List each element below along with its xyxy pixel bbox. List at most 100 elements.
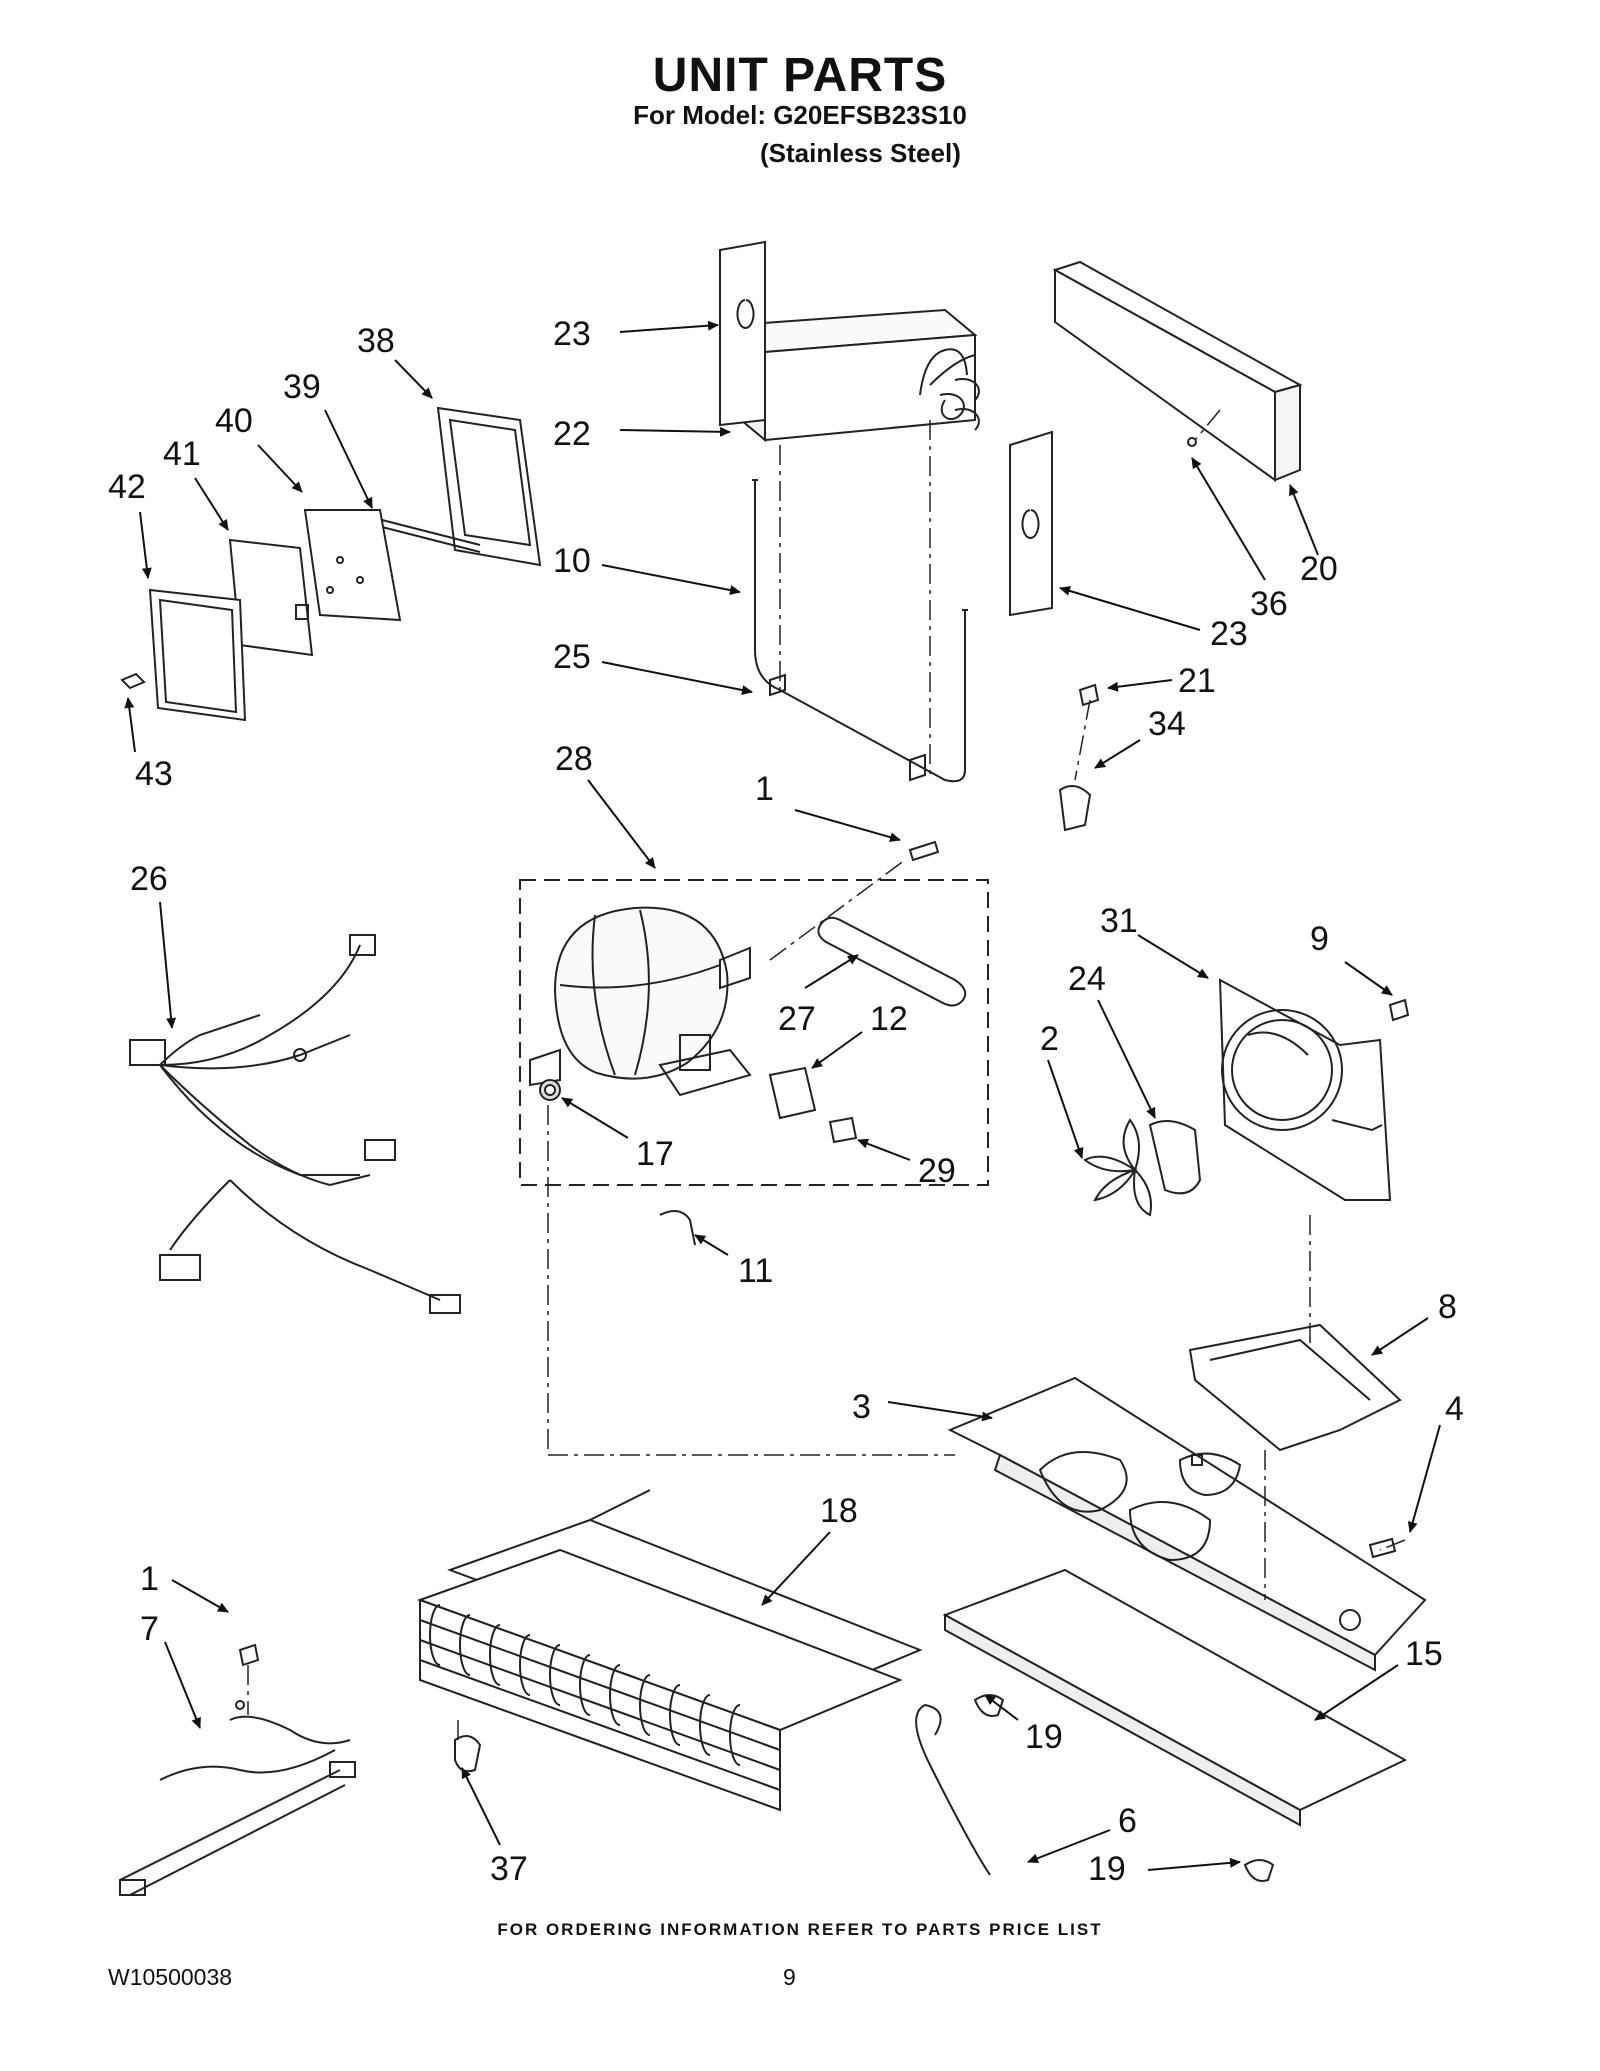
page-title: UNIT PARTS [652, 49, 948, 102]
callout-21: 21 [1178, 662, 1216, 700]
callout-20: 20 [1300, 550, 1338, 588]
callout-37: 37 [490, 1850, 528, 1888]
leader-19b [1147, 1857, 1241, 1871]
leader-22 [619, 426, 731, 437]
leader-23b [1059, 586, 1201, 631]
model-variant: (Stainless Steel) [760, 138, 961, 168]
callout-40: 40 [215, 402, 253, 440]
clip-drawing [659, 1210, 696, 1246]
callout-15: 15 [1405, 1635, 1443, 1673]
callout-11: 11 [738, 1252, 773, 1290]
callout-34: 34 [1148, 705, 1186, 743]
callout-36: 36 [1250, 585, 1288, 623]
leader-23a [619, 320, 719, 333]
leader-11 [694, 1234, 729, 1256]
leader-18 [761, 1531, 831, 1606]
drier-drawing [817, 916, 967, 1007]
wiring-harness-drawing [129, 934, 461, 1314]
callout-10: 10 [553, 542, 591, 580]
callout-1-lower: 1 [140, 1560, 159, 1598]
leader-12 [811, 1031, 863, 1069]
evaporator-drawing [719, 240, 1053, 617]
leader-31 [1137, 934, 1209, 979]
page-number: 9 [783, 1964, 796, 1990]
leader-36 [1191, 457, 1266, 581]
callout-23: 23 [553, 315, 591, 353]
wire-harness-7-drawing [119, 1700, 356, 1896]
leader-2 [1047, 1059, 1084, 1159]
alignment-lines [247, 409, 1406, 1745]
callout-24: 24 [1068, 960, 1106, 998]
leader-21 [1107, 679, 1173, 692]
leader-27 [804, 954, 859, 989]
leader-28 [587, 779, 656, 869]
callout-2: 2 [1040, 1020, 1059, 1058]
callout-labels: 23 22 10 25 38 39 40 41 42 43 20 36 23 2… [108, 315, 1464, 1888]
callout-7: 7 [140, 1610, 159, 1648]
leader-7 [164, 1641, 201, 1729]
leader-39 [324, 409, 373, 509]
ordering-note: FOR ORDERING INFORMATION REFER TO PARTS … [497, 1920, 1103, 1939]
leader-17 [561, 1097, 629, 1139]
document-number: W10500038 [108, 1964, 233, 1990]
leader-1a [794, 809, 901, 843]
callout-41: 41 [163, 435, 201, 473]
leader-41 [194, 477, 229, 531]
callout-38: 38 [357, 322, 395, 360]
leader-19a [984, 1694, 1019, 1721]
bracket-drawing [1188, 1323, 1402, 1452]
leader-43 [124, 697, 136, 753]
callout-26: 26 [130, 860, 168, 898]
model-line: For Model: G20EFSB23S10 [633, 100, 967, 130]
defrost-heater-drawing [752, 479, 968, 783]
callout-43: 43 [135, 755, 173, 793]
leader-40 [257, 444, 303, 493]
relay-drawing [768, 1066, 858, 1144]
callout-6: 6 [1118, 1802, 1137, 1840]
callout-8: 8 [1438, 1288, 1457, 1326]
callout-39: 39 [283, 368, 321, 406]
callout-31: 31 [1100, 902, 1138, 940]
base-pan-drawing [947, 1376, 1427, 1672]
drain-pan-drawing [942, 1568, 1408, 1827]
callout-23-right: 23 [1210, 615, 1248, 653]
callout-29: 29 [918, 1152, 956, 1190]
callout-3: 3 [852, 1388, 871, 1426]
callout-9: 9 [1310, 920, 1329, 958]
callout-1: 1 [755, 770, 774, 808]
leader-42 [139, 511, 152, 579]
part-drawings [119, 240, 1427, 1896]
callout-12: 12 [870, 1000, 908, 1038]
leader-9 [1344, 961, 1393, 996]
leader-1b [171, 1579, 229, 1613]
leader-arrows [124, 320, 1441, 1871]
evaporator-cover-drawing [1052, 260, 1303, 482]
leader-3 [887, 1401, 993, 1422]
leader-29 [857, 1138, 911, 1161]
leader-4 [1407, 1424, 1441, 1533]
leader-15 [1314, 1664, 1399, 1721]
control-assembly-drawing [120, 406, 542, 722]
leader-38 [394, 359, 433, 399]
condenser-drawing [417, 1489, 923, 1812]
leader-8 [1371, 1317, 1429, 1356]
callout-4: 4 [1445, 1390, 1464, 1428]
wire-drawing [915, 1703, 991, 1876]
callout-27: 27 [778, 1000, 816, 1038]
callout-28: 28 [555, 740, 593, 778]
fan-assembly-drawing [1083, 978, 1392, 1217]
leader-10 [601, 564, 741, 595]
leader-25 [601, 661, 753, 695]
leader-37 [461, 1767, 501, 1846]
callout-19: 19 [1025, 1718, 1063, 1756]
callout-22: 22 [553, 415, 591, 453]
leader-24 [1097, 999, 1156, 1119]
leader-34 [1094, 739, 1141, 769]
callout-19-lower: 19 [1088, 1850, 1126, 1888]
leader-6 [1027, 1829, 1111, 1864]
leader-26 [159, 901, 177, 1029]
callout-18: 18 [820, 1492, 858, 1530]
compressor-drawing [519, 879, 989, 1186]
callout-17: 17 [636, 1135, 674, 1173]
